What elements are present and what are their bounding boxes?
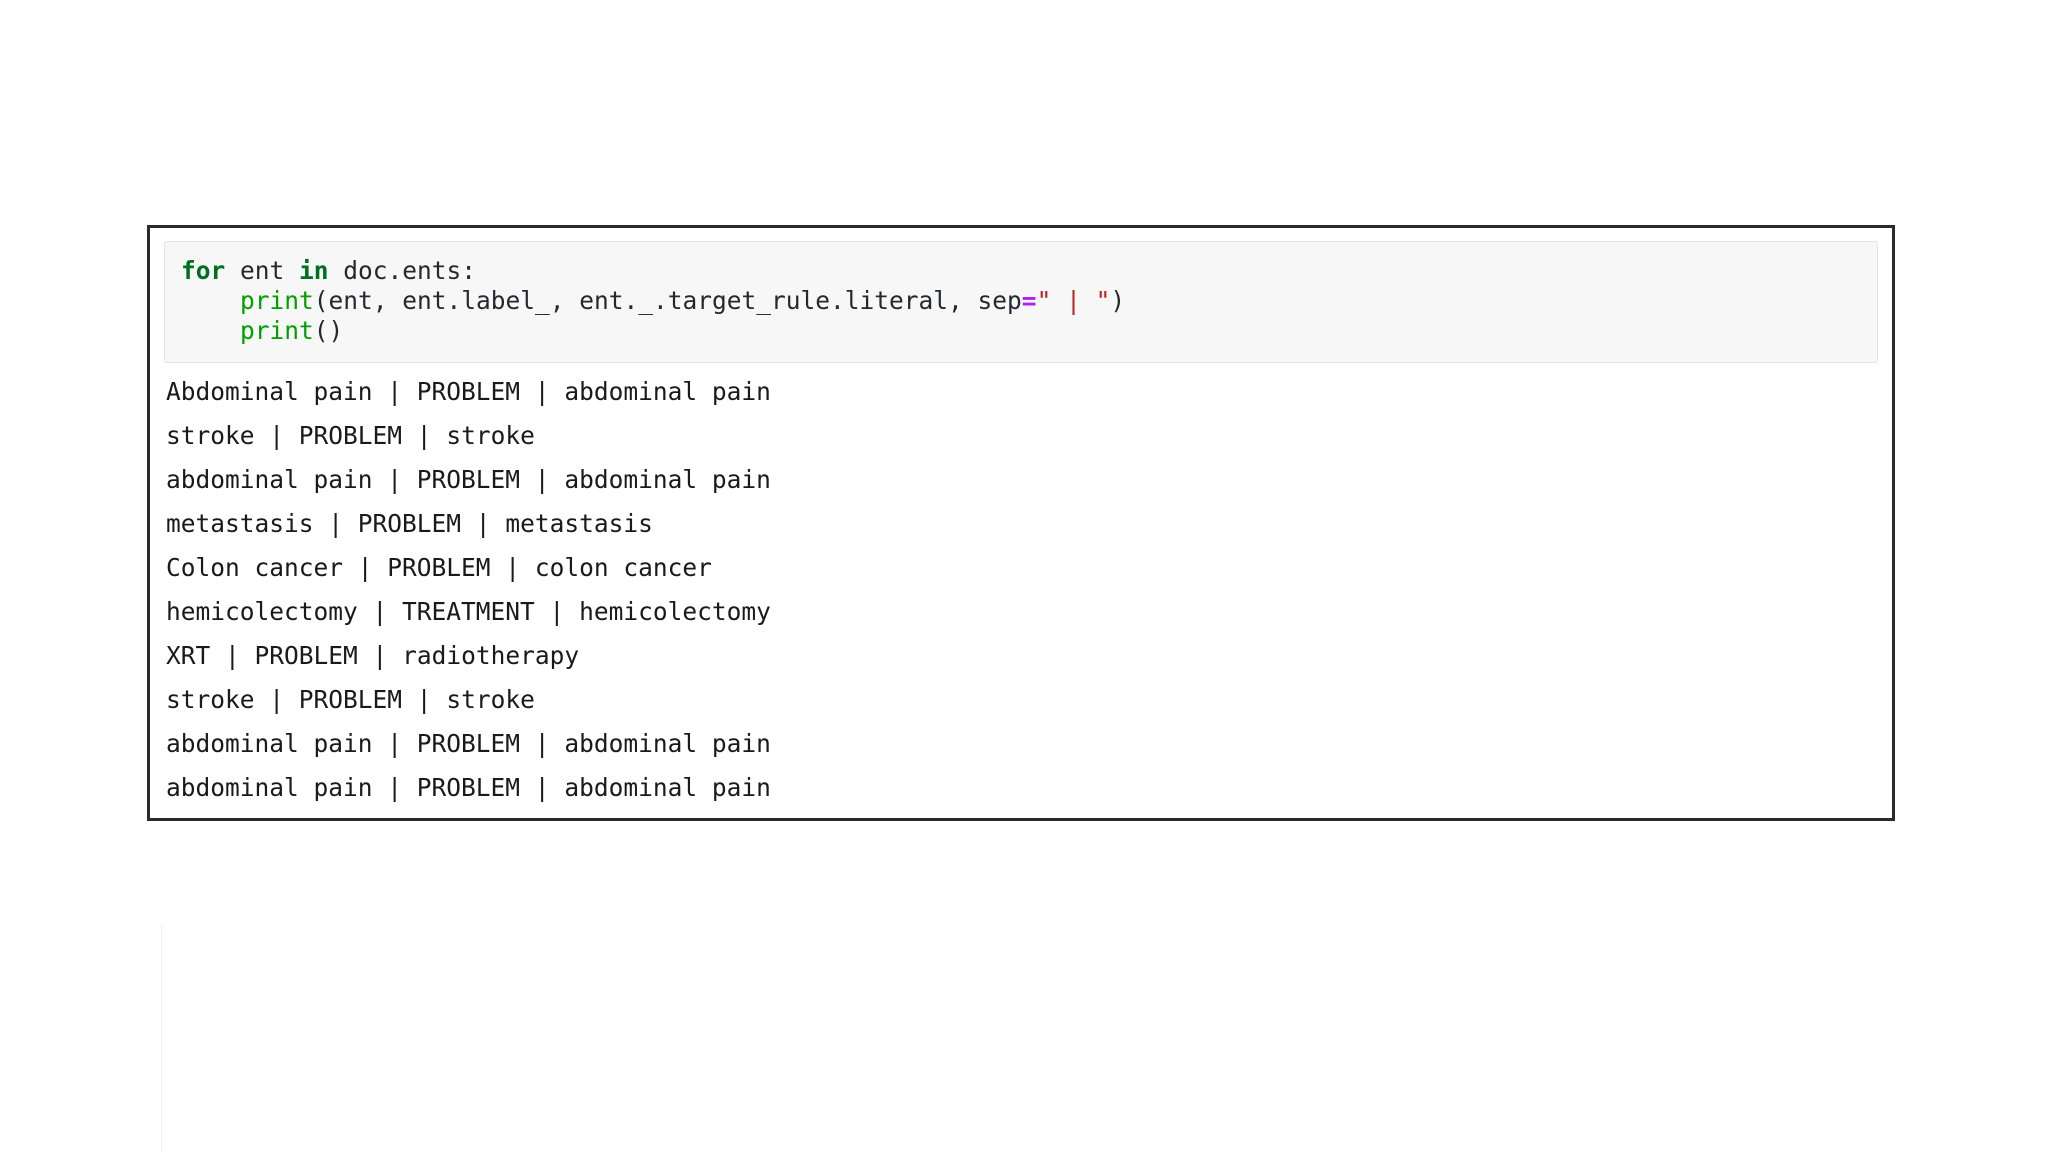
output-separator: | <box>520 729 565 758</box>
output-blank-line <box>166 714 1878 729</box>
output-separator: | <box>254 685 299 714</box>
output-separator: | <box>372 729 417 758</box>
code-input-block[interactable]: for ent in doc.ents: print(ent, ent.labe… <box>164 241 1878 363</box>
output-target-rule-literal: hemicolectomy <box>579 597 771 626</box>
output-separator: | <box>534 597 580 626</box>
code-token-plain: doc.ents: <box>328 256 477 285</box>
output-separator: | <box>520 377 565 406</box>
code-token-punct: ) <box>1110 286 1126 315</box>
output-row: metastasis | PROBLEM | metastasis <box>166 509 1878 538</box>
output-separator: | <box>402 685 447 714</box>
output-separator: | <box>313 509 358 538</box>
output-row: Colon cancer | PROBLEM | colon cancer <box>166 553 1878 582</box>
code-token-kw: for <box>181 256 226 285</box>
output-entity-label: PROBLEM <box>416 729 521 758</box>
output-separator: | <box>372 377 417 406</box>
output-separator: | <box>520 773 565 802</box>
output-target-rule-literal: abdominal pain <box>564 729 771 758</box>
output-separator: | <box>210 641 255 670</box>
code-token-plain: (ent, ent.label_, ent._.target_rule.lite… <box>313 286 1022 315</box>
output-blank-line <box>166 582 1878 597</box>
notebook-gutter-line <box>161 925 162 1152</box>
output-target-rule-literal: abdominal pain <box>564 773 771 802</box>
code-token-op: = <box>1021 286 1037 315</box>
output-entity-text: abdominal pain <box>166 773 373 802</box>
code-token-plain <box>181 286 240 315</box>
output-row: abdominal pain | PROBLEM | abdominal pai… <box>166 773 1878 802</box>
code-token-str: " | " <box>1036 286 1111 315</box>
output-separator: | <box>254 421 299 450</box>
output-blank-line <box>166 450 1878 465</box>
python-source-code[interactable]: for ent in doc.ents: print(ent, ent.labe… <box>181 256 1861 346</box>
output-separator: | <box>343 553 388 582</box>
code-token-builtin: print <box>240 286 314 315</box>
notebook-cell[interactable]: for ent in doc.ents: print(ent, ent.labe… <box>147 225 1895 821</box>
output-target-rule-literal: stroke <box>446 685 535 714</box>
output-separator: | <box>372 773 417 802</box>
output-separator: | <box>357 597 403 626</box>
output-entity-label: PROBLEM <box>298 685 403 714</box>
output-entity-label: PROBLEM <box>298 421 403 450</box>
output-entity-label: PROBLEM <box>357 509 462 538</box>
output-row: stroke | PROBLEM | stroke <box>166 685 1878 714</box>
output-row: hemicolectomy | TREATMENT | hemicolectom… <box>166 597 1878 626</box>
output-entity-label: PROBLEM <box>254 641 358 670</box>
code-token-punct: () <box>313 316 344 345</box>
output-target-rule-literal: abdominal pain <box>564 377 771 406</box>
output-entity-text: stroke <box>166 685 255 714</box>
output-entity-text: XRT <box>166 641 211 670</box>
output-entity-label: PROBLEM <box>416 377 521 406</box>
output-entity-label: PROBLEM <box>416 773 521 802</box>
output-separator: | <box>461 509 506 538</box>
output-blank-line <box>166 538 1878 553</box>
code-output-area: Abdominal pain | PROBLEM | abdominal pai… <box>150 363 1892 818</box>
code-token-builtin: print <box>240 316 314 345</box>
output-blank-line <box>166 626 1878 641</box>
output-entity-text: stroke <box>166 421 255 450</box>
output-entity-label: PROBLEM <box>387 553 491 582</box>
output-entity-text: hemicolectomy <box>166 597 358 626</box>
output-target-rule-literal: abdominal pain <box>564 465 771 494</box>
output-blank-line <box>166 670 1878 685</box>
output-blank-line <box>166 406 1878 421</box>
code-token-plain: ent <box>225 256 300 285</box>
output-entity-text: metastasis <box>166 509 314 538</box>
output-row: abdominal pain | PROBLEM | abdominal pai… <box>166 729 1878 758</box>
output-entity-label: TREATMENT <box>402 597 535 626</box>
output-blank-line <box>166 758 1878 773</box>
output-separator: | <box>357 641 403 670</box>
output-entity-text: abdominal pain <box>166 465 373 494</box>
output-entity-text: abdominal pain <box>166 729 373 758</box>
output-row: Abdominal pain | PROBLEM | abdominal pai… <box>166 377 1878 406</box>
output-row: XRT | PROBLEM | radiotherapy <box>166 641 1878 670</box>
output-target-rule-literal: metastasis <box>505 509 653 538</box>
output-target-rule-literal: radiotherapy <box>402 641 580 670</box>
output-separator: | <box>402 421 447 450</box>
output-row: abdominal pain | PROBLEM | abdominal pai… <box>166 465 1878 494</box>
output-separator: | <box>520 465 565 494</box>
output-entity-text: Colon cancer <box>166 553 344 582</box>
code-token-kw: in <box>299 256 329 285</box>
output-target-rule-literal: stroke <box>446 421 535 450</box>
output-entity-text: Abdominal pain <box>166 377 373 406</box>
output-target-rule-literal: colon cancer <box>534 553 712 582</box>
output-separator: | <box>372 465 417 494</box>
output-entity-label: PROBLEM <box>416 465 521 494</box>
output-separator: | <box>490 553 535 582</box>
output-row: stroke | PROBLEM | stroke <box>166 421 1878 450</box>
output-blank-line <box>166 494 1878 509</box>
code-token-plain <box>181 316 240 345</box>
